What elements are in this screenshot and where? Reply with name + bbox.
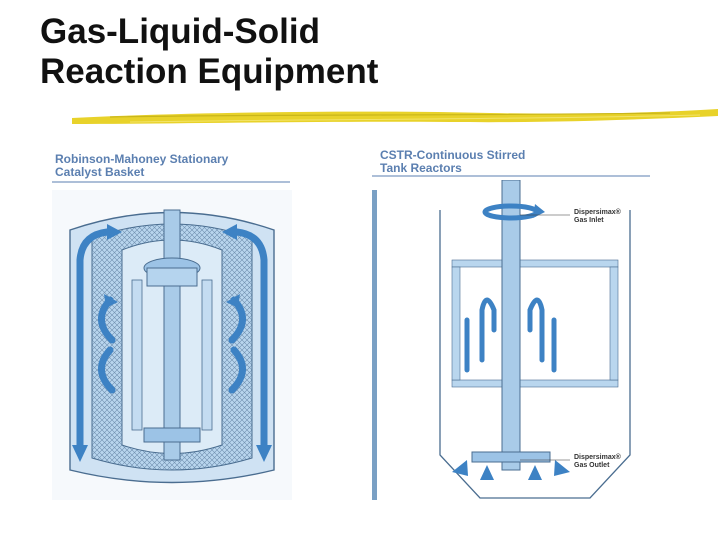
basket-label-line-1: Robinson-Mahoney Stationary [55, 152, 229, 166]
title-line-2: Reaction Equipment [40, 52, 379, 91]
basket-label: Robinson-Mahoney Stationary Catalyst Bas… [55, 153, 228, 179]
gas-inlet-callout: Dispersimax® Gas Inlet [574, 209, 621, 225]
gas-outlet-callout: Dispersimax® Gas Outlet [574, 454, 621, 470]
gas-outlet-line-2: Gas Outlet [574, 462, 610, 469]
gas-outlet-line-1: Dispersimax® [574, 454, 621, 461]
cstr-diagram [372, 180, 631, 500]
basket-label-underline [52, 181, 290, 183]
slide-title: Gas-Liquid-Solid Reaction Equipment [40, 12, 378, 92]
cstr-label-line-1: CSTR-Continuous Stirred [380, 148, 526, 162]
title-line-1: Gas-Liquid-Solid [40, 12, 320, 51]
title-underline-rule [72, 109, 718, 124]
cstr-label-underline [372, 175, 650, 177]
cstr-label: CSTR-Continuous Stirred Tank Reactors [380, 149, 525, 175]
gas-inlet-line-1: Dispersimax® [574, 209, 621, 216]
cstr-label-line-2: Tank Reactors [380, 161, 462, 175]
basket-label-line-2: Catalyst Basket [55, 165, 145, 179]
gas-inlet-line-2: Gas Inlet [574, 217, 604, 224]
catalyst-basket-diagram [52, 190, 292, 500]
